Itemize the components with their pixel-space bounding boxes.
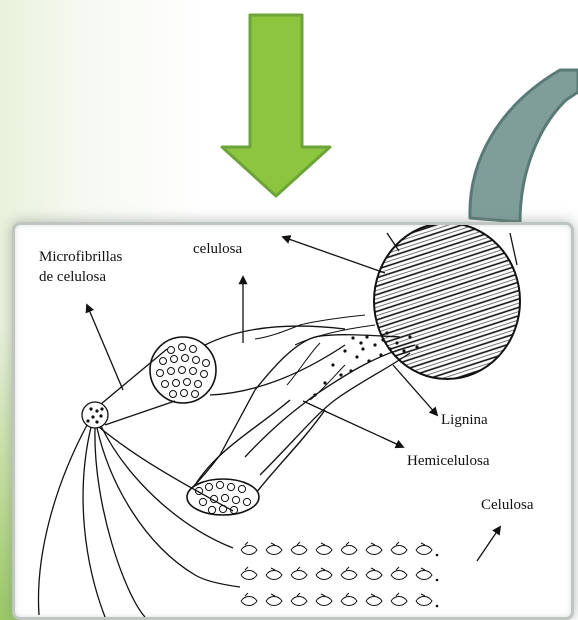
microfibril-connector	[205, 326, 345, 395]
disk-connector-right	[510, 233, 517, 265]
curved-arrow-icon	[470, 70, 578, 222]
arrow-microfibrillas	[87, 305, 123, 390]
figure-frame: Microfibrillas de celulosa celulosa Lign…	[12, 222, 574, 620]
label-hemicelulosa: Hemicelulosa	[407, 451, 489, 471]
fiber-cross-section	[374, 225, 520, 379]
fibril-bundle	[190, 335, 415, 490]
cellulose-chains	[241, 542, 438, 607]
arrow-celulosa-top	[283, 237, 385, 273]
label-celulosa-bottom: Celulosa	[481, 495, 534, 515]
fibril-node-dots	[86, 407, 103, 423]
label-microfibrillas-line2: de celulosa	[39, 267, 106, 287]
chain-row-1	[241, 542, 432, 555]
fibril-strands-lower	[38, 425, 240, 617]
top-decoration	[0, 0, 578, 230]
chain-row-3	[241, 593, 432, 606]
chain-row-2	[241, 567, 432, 580]
down-arrow-icon	[222, 15, 330, 196]
arrow-hemicelulosa	[303, 401, 403, 447]
tube-cross-section	[187, 479, 259, 515]
arrow-celulosa-bottom	[477, 527, 500, 561]
fibril-node	[82, 402, 108, 428]
label-lignina: Lignina	[441, 410, 488, 430]
label-microfibrillas-line1: Microfibrillas	[39, 247, 122, 267]
label-celulosa-top: celulosa	[193, 239, 242, 259]
